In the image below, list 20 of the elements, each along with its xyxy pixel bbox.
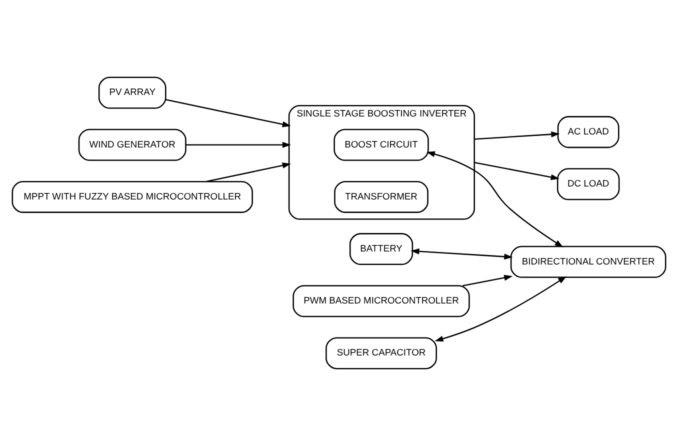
node-box: PWM BASED MICROCONTROLLER bbox=[292, 284, 470, 317]
arrow bbox=[462, 274, 513, 286]
arrow bbox=[426, 150, 564, 247]
node-box: PV ARRAY bbox=[98, 76, 166, 108]
node-box: WIND GENERATOR bbox=[78, 128, 186, 160]
arrow bbox=[186, 141, 291, 148]
arrow bbox=[410, 248, 513, 260]
arrow bbox=[474, 130, 560, 140]
node-box: AC LOAD bbox=[557, 116, 620, 148]
arrow bbox=[166, 98, 291, 127]
node-box: BIDIRECTIONAL CONVERTER bbox=[510, 245, 666, 278]
node-box: TRANSFORMER bbox=[334, 180, 428, 212]
arrow bbox=[474, 161, 560, 180]
node-box: BOOST CIRCUIT bbox=[334, 128, 429, 160]
node-box: BATTERY bbox=[349, 232, 414, 265]
arrow bbox=[434, 276, 567, 342]
node-box: SUPER CAPACITOR bbox=[326, 336, 437, 369]
node-box: DC LOAD bbox=[556, 168, 620, 200]
node-box: MPPT WITH FUZZY BASED MICROCONTROLLER bbox=[12, 180, 253, 212]
arrow bbox=[206, 162, 291, 182]
